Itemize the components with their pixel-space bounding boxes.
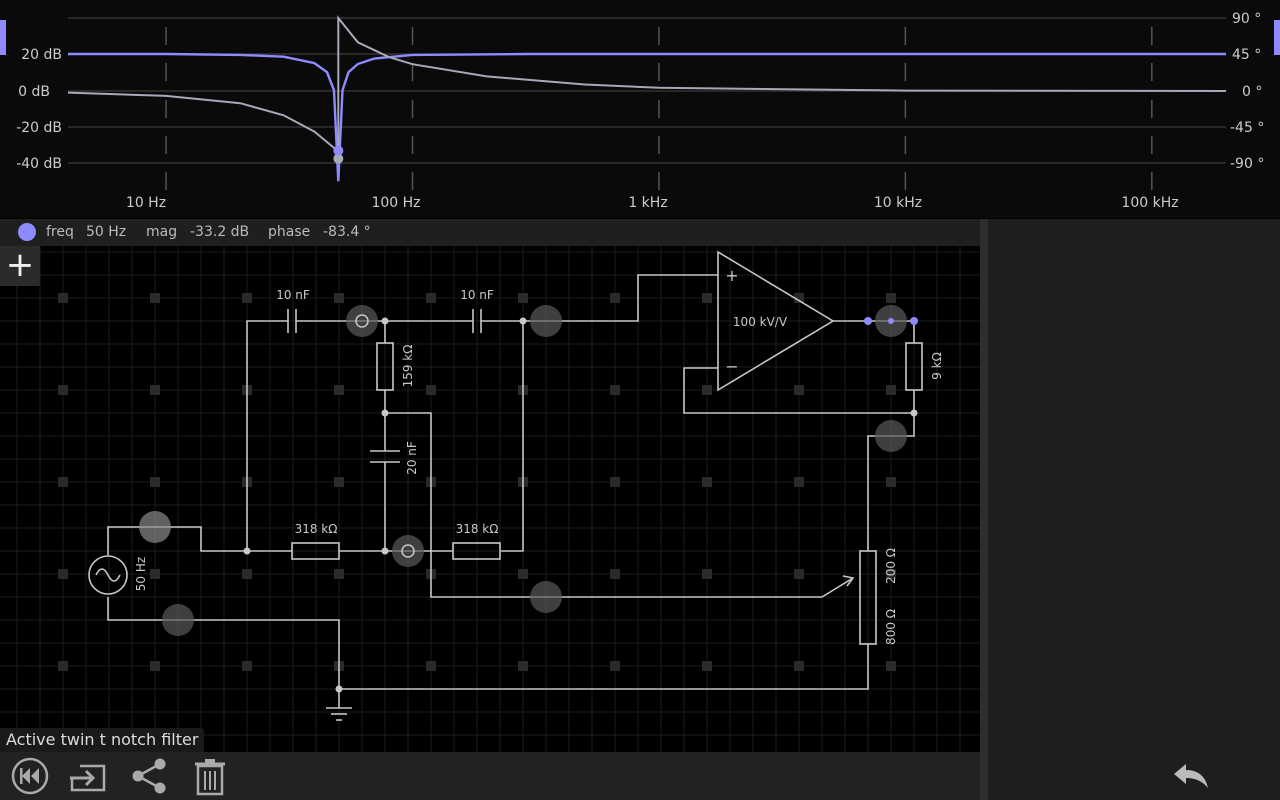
- right-axis-label: -45 °: [1230, 120, 1264, 136]
- opamp-gain-label: 100 kV/V: [733, 315, 788, 329]
- c3-label: 20 nF: [405, 441, 419, 475]
- right-axis-label: -90 °: [1230, 156, 1264, 172]
- mag-value: -33.2 dB: [190, 224, 250, 240]
- source-freq-label: 50 Hz: [134, 557, 148, 591]
- resistor-r1[interactable]: [376, 342, 394, 391]
- phase-label: phase: [268, 224, 311, 240]
- right-axis-label: 0 °: [1242, 84, 1262, 100]
- c1-label: 10 nF: [276, 288, 310, 302]
- magnitude-curve: [68, 52, 1226, 182]
- freq-value: 50 Hz: [86, 224, 127, 240]
- r3-label: 318 kΩ: [456, 522, 499, 536]
- pot-bottom-label: 800 Ω: [884, 609, 898, 645]
- right-scroll-marker: [1274, 20, 1280, 55]
- opamp-minus-label: −: [725, 357, 738, 376]
- mag-label: mag: [146, 224, 178, 240]
- pot-top-label: 200 Ω: [884, 548, 898, 584]
- canvas-grid: [0, 246, 980, 752]
- r2-label: 318 kΩ: [295, 522, 338, 536]
- freq-axis-label: 1 kHz: [628, 195, 667, 211]
- circuit-wires: [107, 274, 915, 708]
- left-axis-label: 0 dB: [18, 84, 50, 100]
- opamp-plus-label: +: [725, 266, 738, 285]
- left-axis-label: -20 dB: [16, 120, 62, 136]
- freq-axis-label: 10 kHz: [874, 195, 922, 211]
- components: [88, 250, 923, 721]
- resistor-r2[interactable]: [291, 542, 340, 560]
- side-panel: [980, 219, 1280, 800]
- magnitude-cursor-marker[interactable]: [333, 145, 344, 156]
- undo-icon[interactable]: [1168, 758, 1212, 796]
- bottom-toolbar: [0, 752, 980, 800]
- freq-label: freq: [46, 224, 74, 240]
- share-icon[interactable]: [130, 756, 170, 796]
- potentiometer[interactable]: [859, 550, 877, 645]
- probe-color-icon[interactable]: [18, 223, 36, 241]
- selected-wire-endpoints[interactable]: [864, 317, 918, 325]
- circuit-title: Active twin t notch filter: [0, 728, 205, 752]
- plot-grid: [68, 17, 1226, 190]
- freq-axis-label: 10 Hz: [126, 195, 166, 211]
- freq-axis-label: 100 Hz: [371, 195, 420, 211]
- plot-curves: [67, 15, 1227, 182]
- ac-source[interactable]: [88, 555, 128, 595]
- right-axis-label: 45 °: [1232, 47, 1261, 63]
- opamp[interactable]: [717, 250, 835, 392]
- resistor-r4[interactable]: [905, 342, 923, 391]
- circuit-canvas[interactable]: 10 nF 10 nF 318 kΩ 318 kΩ 100 kV/V 159 k…: [0, 246, 980, 752]
- left-scroll-marker: [0, 20, 6, 55]
- r1-label: 159 kΩ: [401, 345, 415, 388]
- left-axis-label: -40 dB: [16, 156, 62, 172]
- trash-icon[interactable]: [190, 756, 230, 796]
- phase-curve: [67, 15, 1227, 159]
- c2-label: 10 nF: [460, 288, 494, 302]
- resistor-r3[interactable]: [452, 542, 501, 560]
- phase-value: -83.4 °: [323, 224, 371, 240]
- rewind-icon[interactable]: [10, 756, 50, 796]
- add-component-button[interactable]: +: [0, 246, 40, 286]
- junction-dots: [243, 317, 918, 693]
- bode-plot[interactable]: 20 dB 0 dB -20 dB -40 dB 90 ° 45 ° 0 ° -…: [0, 0, 1280, 218]
- r4-label: 9 kΩ: [930, 352, 944, 380]
- import-icon[interactable]: [68, 756, 108, 796]
- left-axis-label: 20 dB: [21, 47, 62, 63]
- right-axis-label: 90 °: [1232, 11, 1261, 27]
- freq-axis-label: 100 kHz: [1121, 195, 1178, 211]
- phase-cursor-marker[interactable]: [333, 153, 344, 164]
